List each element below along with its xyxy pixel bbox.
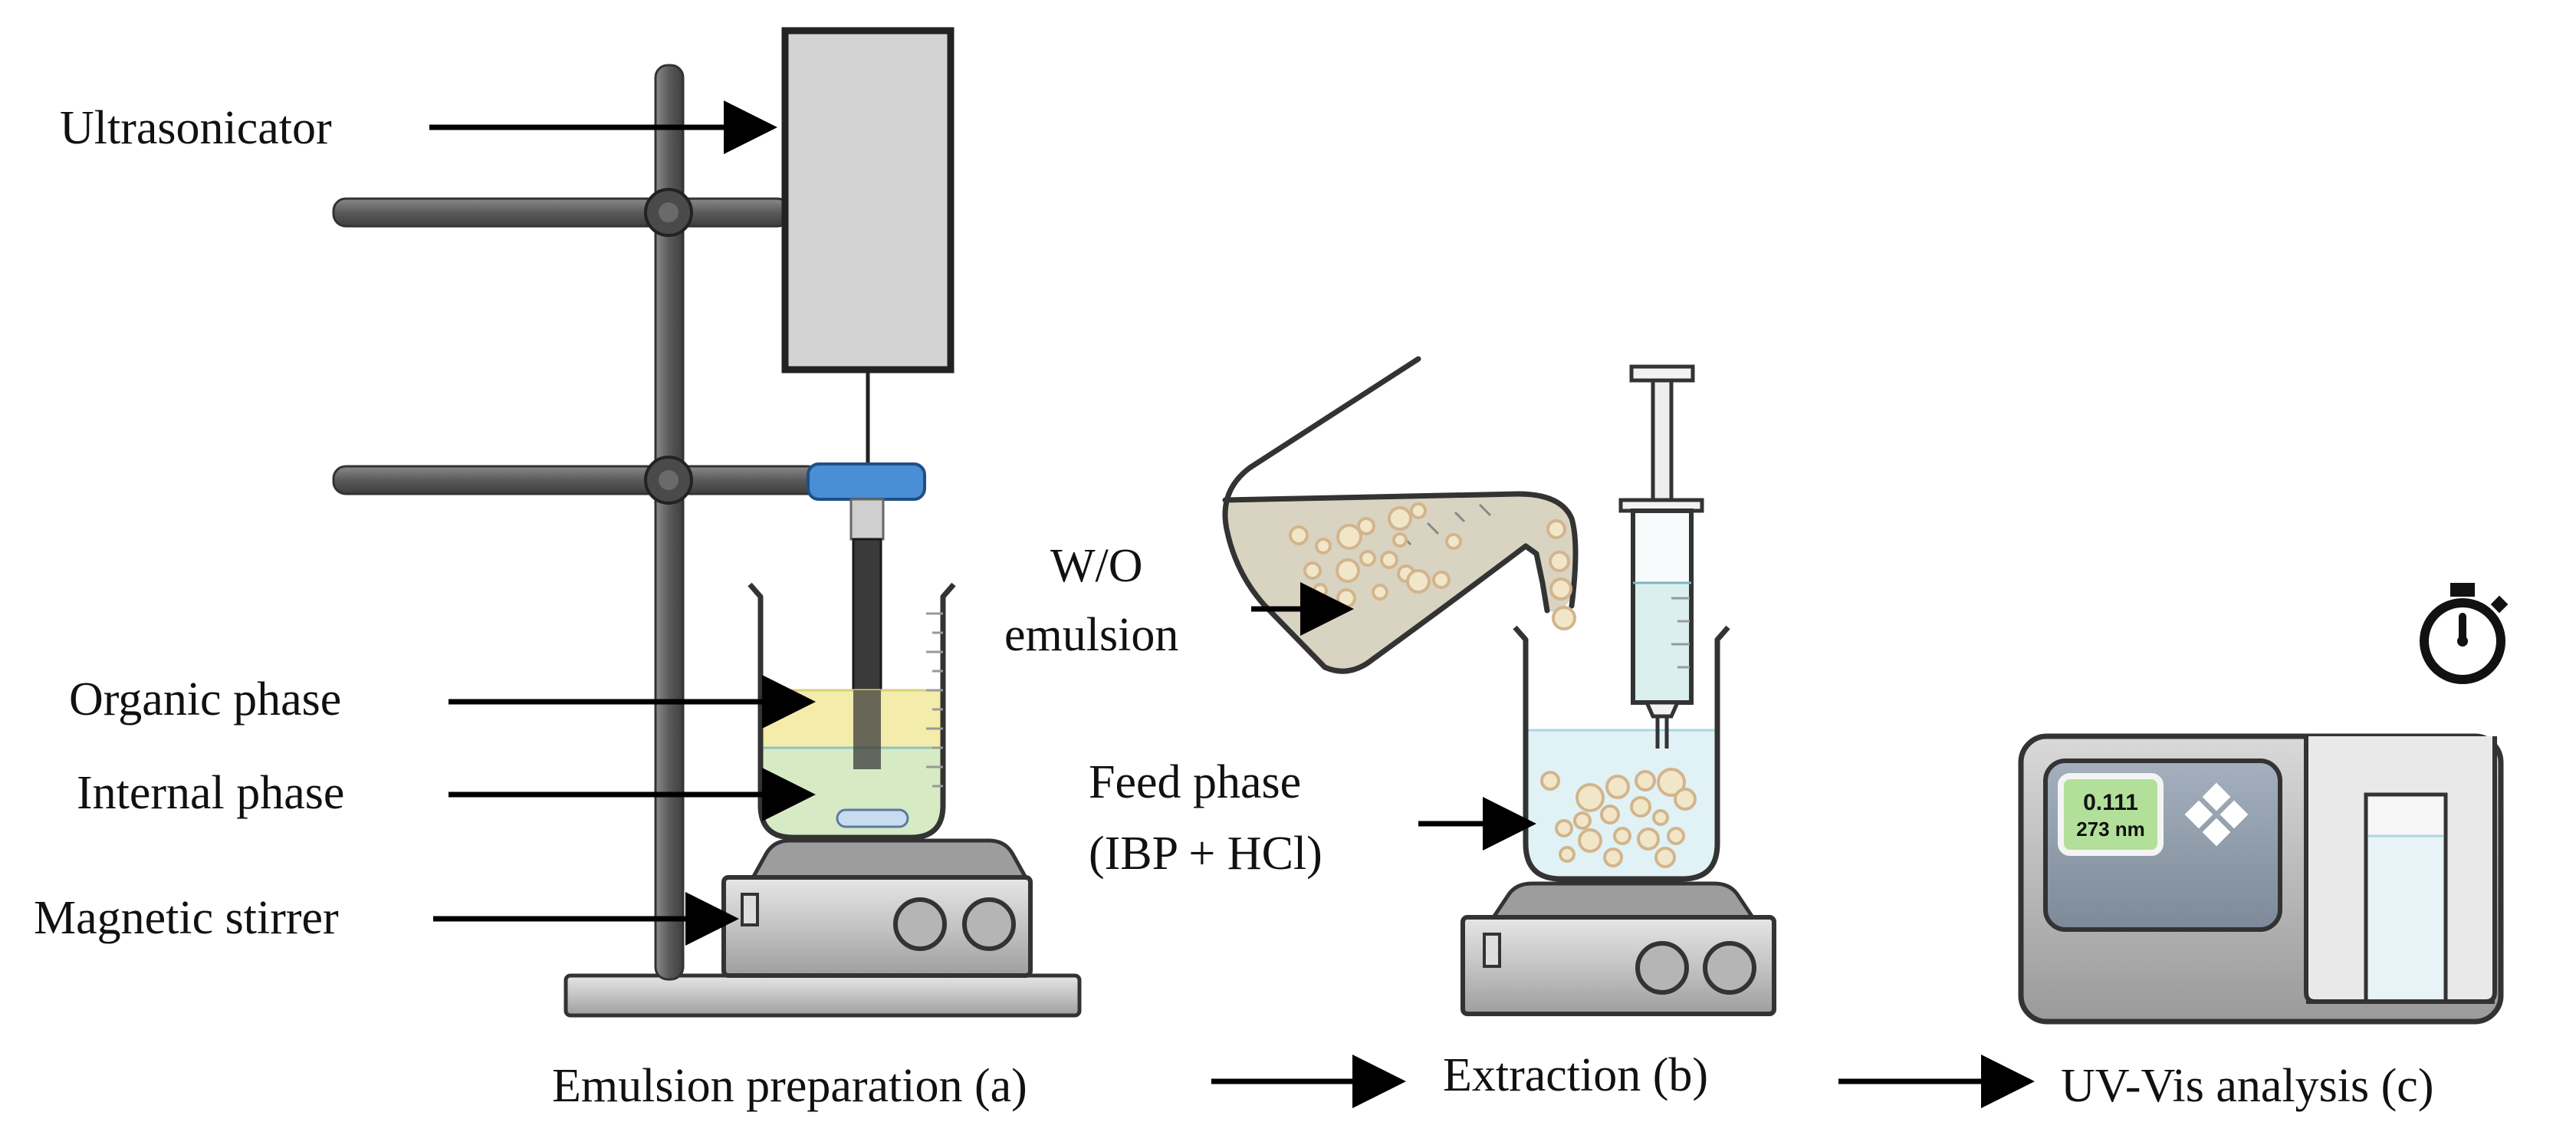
emulsion-droplet: [1372, 584, 1388, 601]
emulsion-droplet: [1380, 551, 1398, 569]
feed-droplet: [1613, 827, 1631, 845]
emulsion-preparation-setup: [332, 27, 1082, 1018]
label-feed-phase-line1: Feed phase: [1089, 756, 1301, 808]
emulsion-droplet: [1359, 550, 1376, 567]
emulsion-droplet: [1432, 571, 1451, 589]
ultrasonicator-box: [781, 27, 955, 373]
emulsion-droplet: [1549, 551, 1570, 572]
flask-rim: [1222, 491, 1579, 609]
lcd-display: [2058, 773, 2164, 856]
upper-clamp-knob: [644, 188, 693, 237]
beaker-a: [748, 582, 956, 841]
feed-droplet: [1576, 783, 1605, 812]
emulsion-droplet: [1410, 502, 1427, 519]
emulsion-droplet: [1303, 561, 1322, 580]
stand-rod: [654, 64, 685, 981]
label-internal-phase: Internal phase: [77, 767, 344, 819]
feed-droplet: [1600, 805, 1620, 824]
feed-droplet: [1654, 847, 1676, 868]
feed-droplet: [1667, 827, 1685, 845]
emulsion-droplet: [1357, 517, 1375, 535]
emulsion-droplet: [1315, 538, 1332, 554]
step-a-label: Emulsion preparation (a): [552, 1060, 1027, 1112]
emulsion-droplet: [1289, 525, 1309, 545]
lower-clamp-knob: [644, 456, 693, 505]
uv-vis-spectrophotometer: 0.111 273 nm: [2018, 733, 2504, 1025]
magnetic-stirrer-a: [721, 838, 1033, 978]
feed-droplet: [1674, 788, 1697, 811]
feed-droplet: [1630, 796, 1651, 818]
stir-bar: [836, 808, 909, 828]
magnetic-stirrer-b: [1460, 881, 1776, 1016]
emulsion-droplet: [1549, 578, 1572, 601]
emulsion-droplet: [1336, 524, 1362, 550]
emulsion-droplet: [1445, 533, 1462, 550]
emulsion-droplet: [1392, 532, 1408, 548]
beaker-a-graduations: [926, 612, 943, 788]
syringe: [1618, 364, 1704, 749]
emulsion-droplet: [1546, 519, 1566, 539]
organic-phase-layer: [761, 690, 943, 748]
emulsion-droplet: [1336, 558, 1360, 583]
lower-horizontal-rod: [332, 465, 822, 495]
step-c-label: UV-Vis analysis (c): [2061, 1060, 2433, 1112]
direction-pad: [2184, 782, 2249, 847]
display-wavelength: 273 nm: [2076, 818, 2145, 841]
emulsion-droplet: [1552, 606, 1576, 630]
upper-horizontal-rod: [332, 197, 791, 228]
emulsion-droplet: [1336, 588, 1356, 608]
label-ultrasonicator: Ultrasonicator: [60, 102, 332, 154]
emulsion-flask: [1222, 356, 1550, 674]
feed-droplet: [1573, 811, 1592, 830]
feed-droplet: [1637, 828, 1660, 851]
feed-droplet: [1603, 847, 1623, 867]
label-magnetic-stirrer: Magnetic stirrer: [34, 892, 339, 944]
stand-base: [564, 973, 1082, 1018]
feed-droplet: [1540, 771, 1560, 791]
probe-clamp: [807, 462, 926, 501]
label-feed-phase-line2: (IBP + HCl): [1089, 828, 1322, 880]
feed-droplet: [1605, 775, 1630, 799]
beaker-b: [1513, 625, 1730, 882]
cuvette-sample: [2368, 836, 2443, 999]
label-wo-emulsion-line1: W/O: [1050, 540, 1143, 592]
feed-droplet: [1657, 768, 1686, 797]
feed-droplet: [1635, 770, 1656, 791]
feed-droplet: [1555, 819, 1573, 837]
probe-tip: [853, 690, 881, 769]
label-organic-phase: Organic phase: [69, 673, 341, 726]
emulsion-droplet: [1313, 583, 1328, 598]
feed-phase-droplets: [1540, 768, 1697, 868]
label-wo-emulsion-line2: emulsion: [1004, 609, 1178, 661]
emulsion-droplet: [1406, 569, 1431, 594]
feed-droplet: [1652, 809, 1669, 826]
display-value: 0.111: [2083, 790, 2138, 815]
probe-collar: [849, 498, 885, 541]
step-b-label: Extraction (b): [1443, 1049, 1708, 1101]
syringe-liquid: [1635, 583, 1689, 700]
feed-droplet: [1578, 828, 1602, 853]
emulsion-droplet: [1388, 506, 1412, 531]
stopwatch-icon: [2420, 583, 2509, 684]
extraction-setup: [1222, 356, 1776, 1016]
feed-droplet: [1559, 846, 1576, 863]
